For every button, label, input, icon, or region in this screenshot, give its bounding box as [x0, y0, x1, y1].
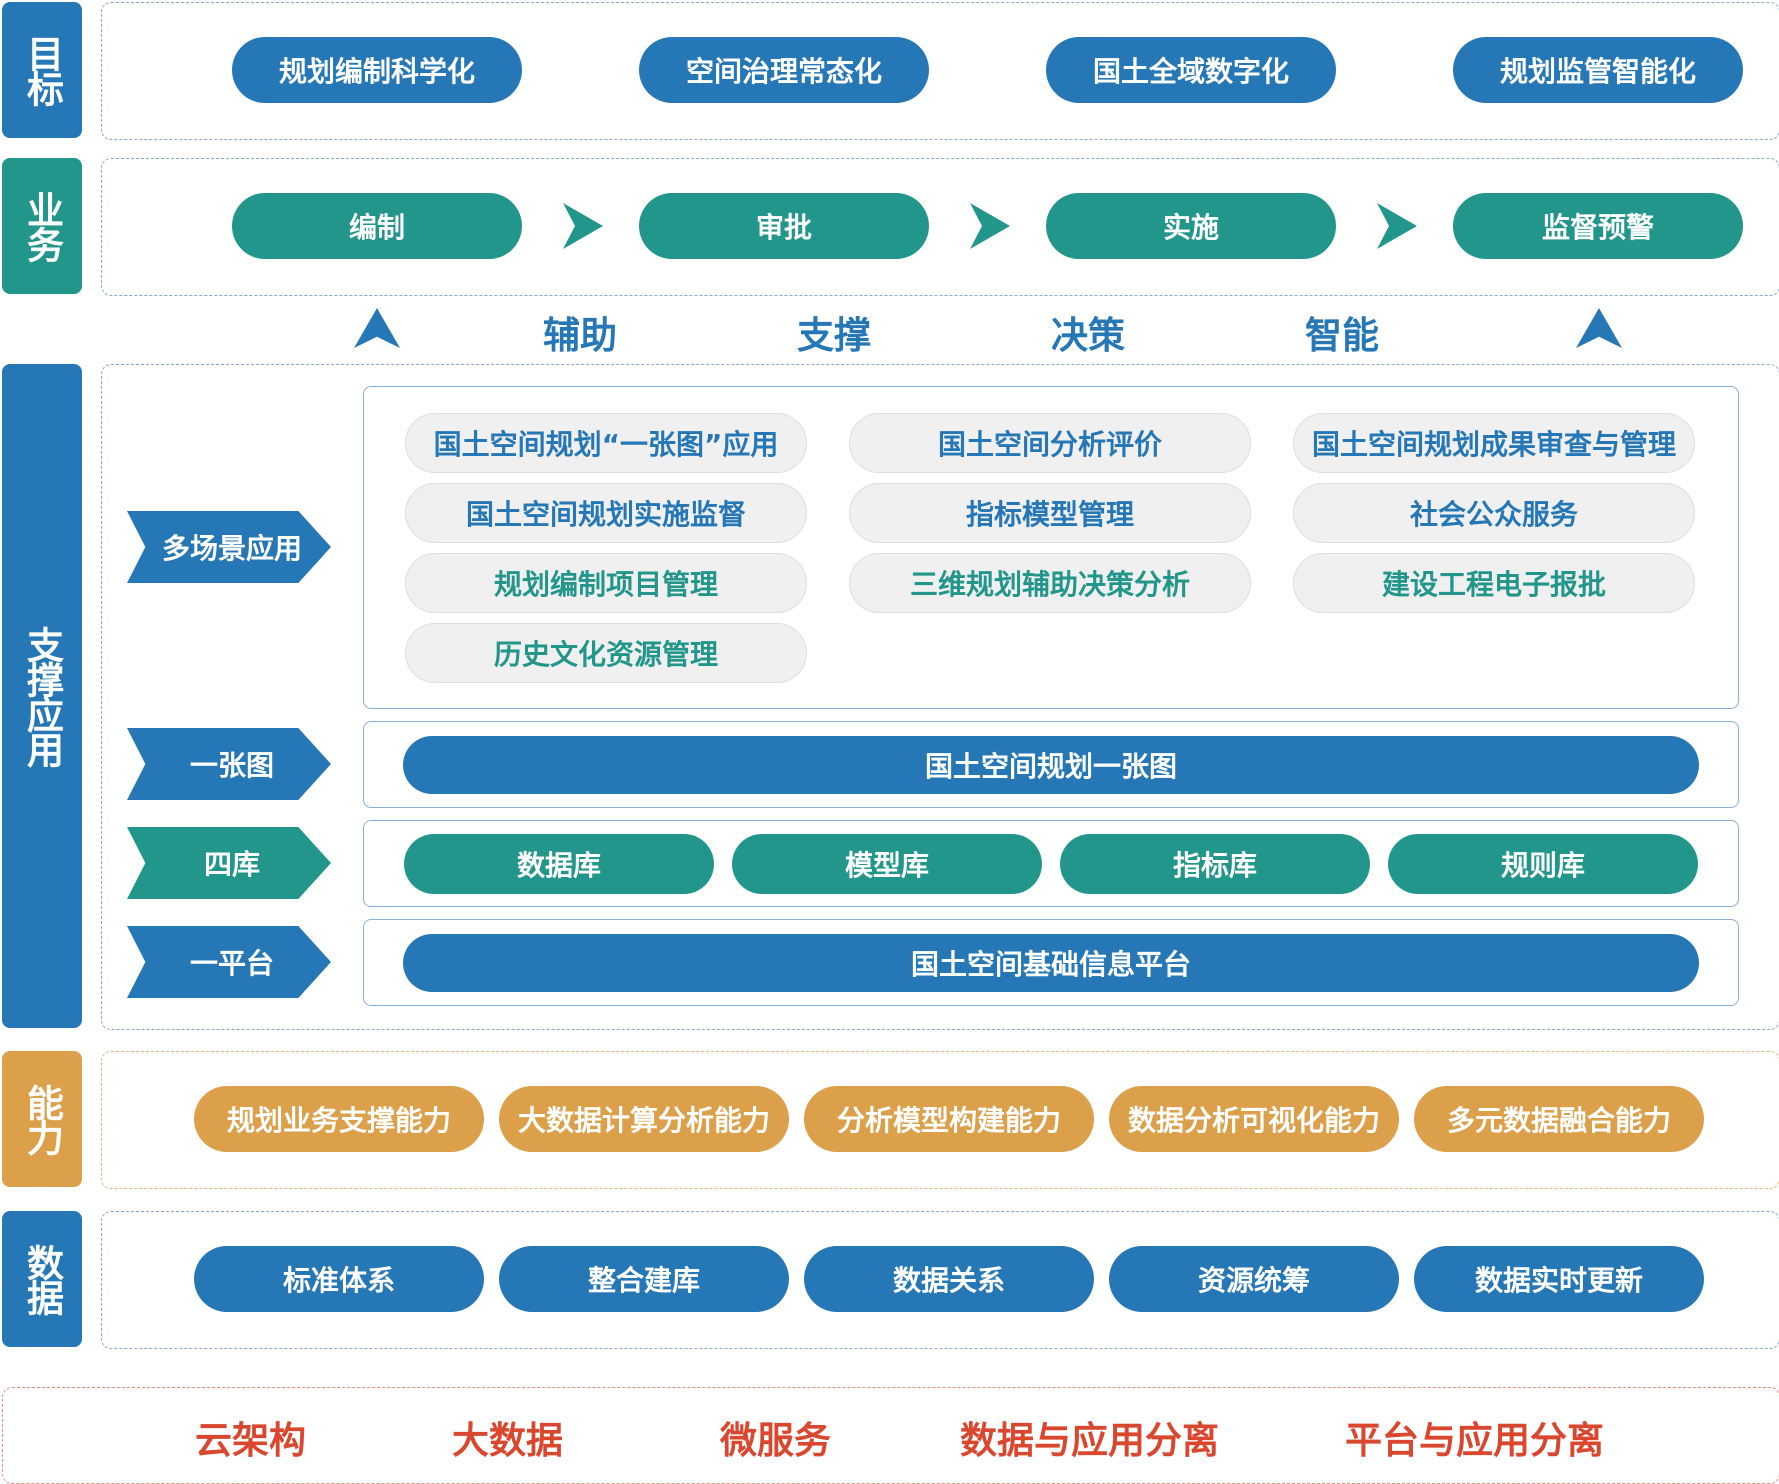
layer-label-capability: 能力	[2, 1051, 82, 1187]
business-step-4[interactable]: 监督预警	[1453, 193, 1743, 259]
middle-word-4: 智能	[1305, 314, 1379, 357]
capability-pill[interactable]: 多元数据融合能力	[1414, 1086, 1704, 1152]
scene-pill[interactable]: 历史文化资源管理	[405, 623, 807, 683]
data-pill[interactable]: 标准体系	[194, 1246, 484, 1312]
foundation-item-5: 平台与应用分离	[1345, 1419, 1604, 1462]
capability-frame	[101, 1051, 1779, 1189]
capability-pill[interactable]: 分析模型构建能力	[804, 1086, 1094, 1152]
layer-label-support-text: 支撑应用	[20, 626, 64, 766]
capability-pill[interactable]: 大数据计算分析能力	[499, 1086, 789, 1152]
business-step-3[interactable]: 实施	[1046, 193, 1336, 259]
libs-chevron: 四库	[127, 827, 331, 899]
data-pill[interactable]: 整合建库	[499, 1246, 789, 1312]
layer-label-data: 数据	[2, 1211, 82, 1347]
middle-word-1: 辅助	[543, 314, 617, 357]
foundation-item-3: 微服务	[720, 1419, 831, 1462]
layer-label-business-text: 业务	[20, 191, 64, 261]
foundation-item-4: 数据与应用分离	[960, 1419, 1219, 1462]
map-bar[interactable]: 国土空间规划一张图	[403, 736, 1699, 794]
layer-label-goal: 目标	[2, 2, 82, 138]
goal-pill-4[interactable]: 规划监管智能化	[1453, 37, 1743, 103]
business-step-1[interactable]: 编制	[232, 193, 522, 259]
foundation-item-2: 大数据	[452, 1419, 563, 1462]
data-frame	[101, 1211, 1779, 1349]
business-frame	[101, 158, 1779, 296]
goal-pill-3[interactable]: 国土全域数字化	[1046, 37, 1336, 103]
data-pill[interactable]: 资源统筹	[1109, 1246, 1399, 1312]
scene-pill[interactable]: 国土空间规划成果审查与管理	[1293, 413, 1695, 473]
scene-chevron: 多场景应用	[127, 511, 331, 583]
scene-pill[interactable]: 国土空间规划“一张图”应用	[405, 413, 807, 473]
lib-pill[interactable]: 数据库	[404, 834, 714, 894]
layer-label-capability-text: 能力	[20, 1084, 64, 1154]
capability-pill[interactable]: 数据分析可视化能力	[1109, 1086, 1399, 1152]
platform-chevron: 一平台	[127, 926, 331, 998]
scene-pill[interactable]: 指标模型管理	[849, 483, 1251, 543]
arrow-up-icon	[354, 308, 400, 348]
data-pill[interactable]: 数据关系	[804, 1246, 1094, 1312]
layer-label-support: 支撑应用	[2, 364, 82, 1028]
scene-pill[interactable]: 建设工程电子报批	[1293, 553, 1695, 613]
lib-pill[interactable]: 规则库	[1388, 834, 1698, 894]
capability-pill[interactable]: 规划业务支撑能力	[194, 1086, 484, 1152]
business-step-2[interactable]: 审批	[639, 193, 929, 259]
support-frame	[101, 364, 1779, 1030]
scene-pill[interactable]: 国土空间规划实施监督	[405, 483, 807, 543]
scene-pill[interactable]: 国土空间分析评价	[849, 413, 1251, 473]
goal-pill-2[interactable]: 空间治理常态化	[639, 37, 929, 103]
data-pill[interactable]: 数据实时更新	[1414, 1246, 1704, 1312]
layer-label-data-text: 数据	[20, 1244, 64, 1314]
middle-word-2: 支撑	[797, 314, 871, 357]
goal-frame	[101, 2, 1779, 140]
map-chevron: 一张图	[127, 728, 331, 800]
foundation-item-1: 云架构	[195, 1419, 306, 1462]
goal-pill-1[interactable]: 规划编制科学化	[232, 37, 522, 103]
middle-word-3: 决策	[1051, 314, 1125, 357]
scene-pill[interactable]: 三维规划辅助决策分析	[849, 553, 1251, 613]
platform-bar[interactable]: 国土空间基础信息平台	[403, 934, 1699, 992]
layer-label-goal-text: 目标	[20, 35, 64, 105]
scene-pill[interactable]: 规划编制项目管理	[405, 553, 807, 613]
lib-pill[interactable]: 模型库	[732, 834, 1042, 894]
arrow-up-icon	[1576, 308, 1622, 348]
lib-pill[interactable]: 指标库	[1060, 834, 1370, 894]
scene-pill[interactable]: 社会公众服务	[1293, 483, 1695, 543]
layer-label-business: 业务	[2, 158, 82, 294]
